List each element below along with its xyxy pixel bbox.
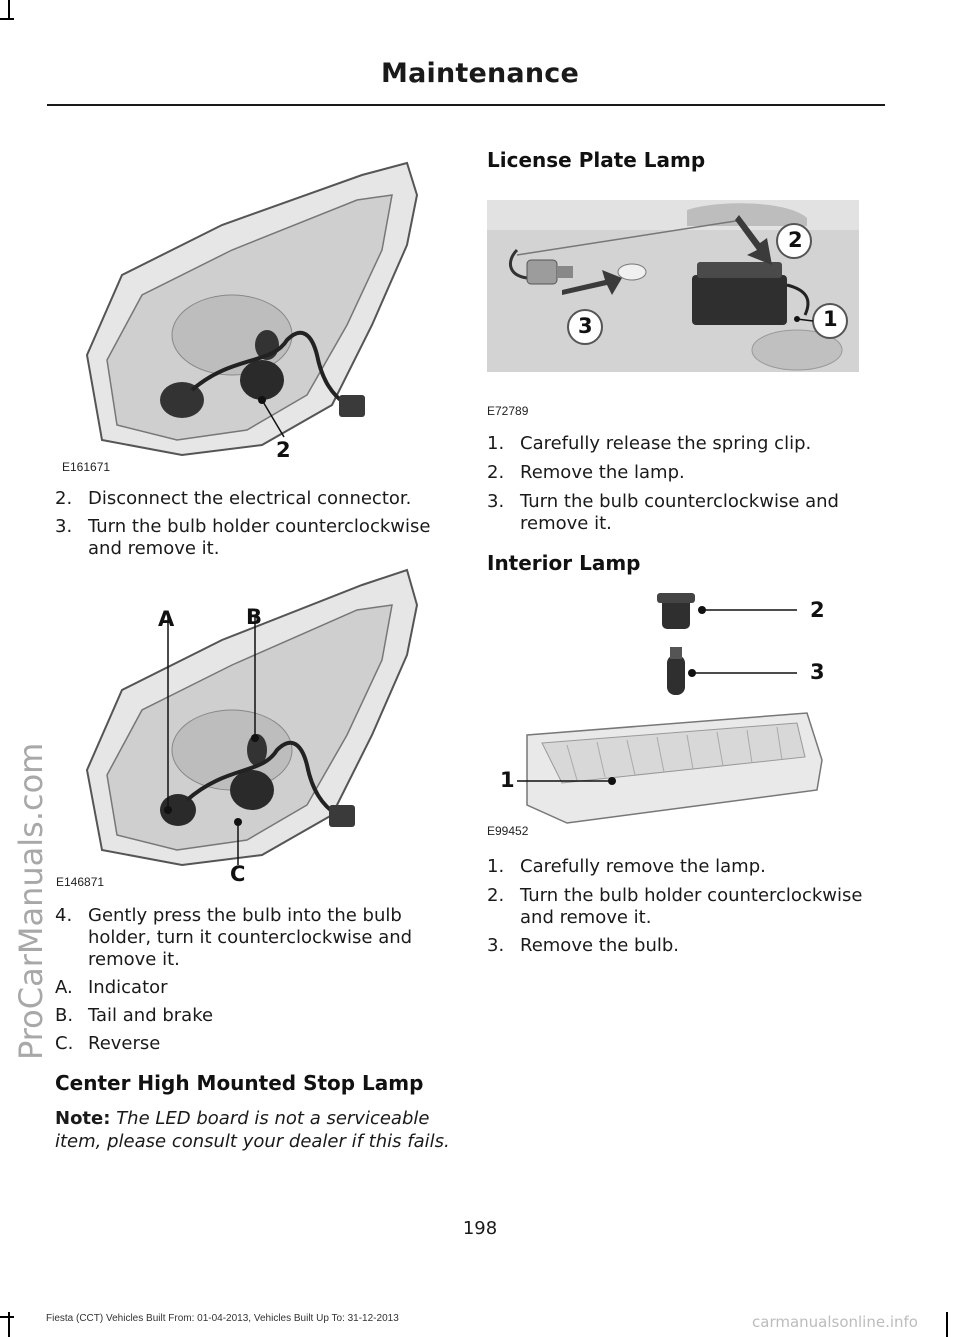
page-number: 198 [462, 1218, 498, 1239]
section-heading: Center High Mounted Stop Lamp [55, 1071, 424, 1095]
section-heading: Interior Lamp [487, 551, 641, 575]
note: Note: The LED board is not a serviceable… [55, 1108, 450, 1152]
interior-lamp-illustration [517, 593, 823, 824]
callout-3: 3 [578, 314, 593, 338]
figure-id: E99452 [487, 824, 529, 838]
list-item: 2. Turn the bulb holder counterclockwise… [487, 885, 863, 928]
crop-mark [946, 1312, 948, 1337]
figure-interior-lamp [487, 585, 859, 835]
callout-b: B [246, 605, 263, 629]
callout-c: C [230, 862, 246, 886]
callout-2: 2 [810, 598, 825, 622]
figure-id: E146871 [56, 875, 105, 889]
header-divider [47, 104, 885, 106]
rear-lamp-illustration [85, 161, 419, 457]
page-title: Maintenance [381, 58, 579, 89]
callout-3: 3 [810, 660, 825, 684]
figure-license-plate-lamp [487, 200, 859, 372]
list-item: 4. Gently press the bulb into the bulb h… [55, 905, 413, 970]
license-plate-lamp-illustration [487, 200, 859, 372]
rear-lamp-bulbs-illustration [85, 568, 419, 867]
crop-mark [8, 0, 10, 20]
callout-1: 1 [500, 768, 515, 792]
crop-mark [8, 1312, 10, 1337]
callout-2: 2 [788, 228, 803, 252]
crop-mark [0, 1316, 14, 1318]
list-item: 3. Turn the bulb holder counterclockwise… [55, 516, 431, 559]
list-item: 3. Turn the bulb counterclockwise and re… [487, 491, 839, 534]
footer-watermark: carmanualsonline.info [752, 1313, 918, 1331]
footer-text: Fiesta (CCT) Vehicles Built From: 01-04-… [46, 1313, 399, 1324]
side-watermark: ProCarManuals.com [12, 742, 50, 1060]
figure-id: E161671 [62, 460, 111, 474]
section-heading: License Plate Lamp [487, 148, 706, 172]
figure-rear-lamp-connector [62, 155, 442, 465]
callout-a: A [158, 607, 175, 631]
figure-id: E72789 [487, 404, 529, 418]
callout-2: 2 [276, 438, 291, 462]
callout-1: 1 [823, 307, 838, 331]
crop-mark [0, 18, 14, 20]
figure-rear-lamp-bulbs [62, 560, 442, 880]
